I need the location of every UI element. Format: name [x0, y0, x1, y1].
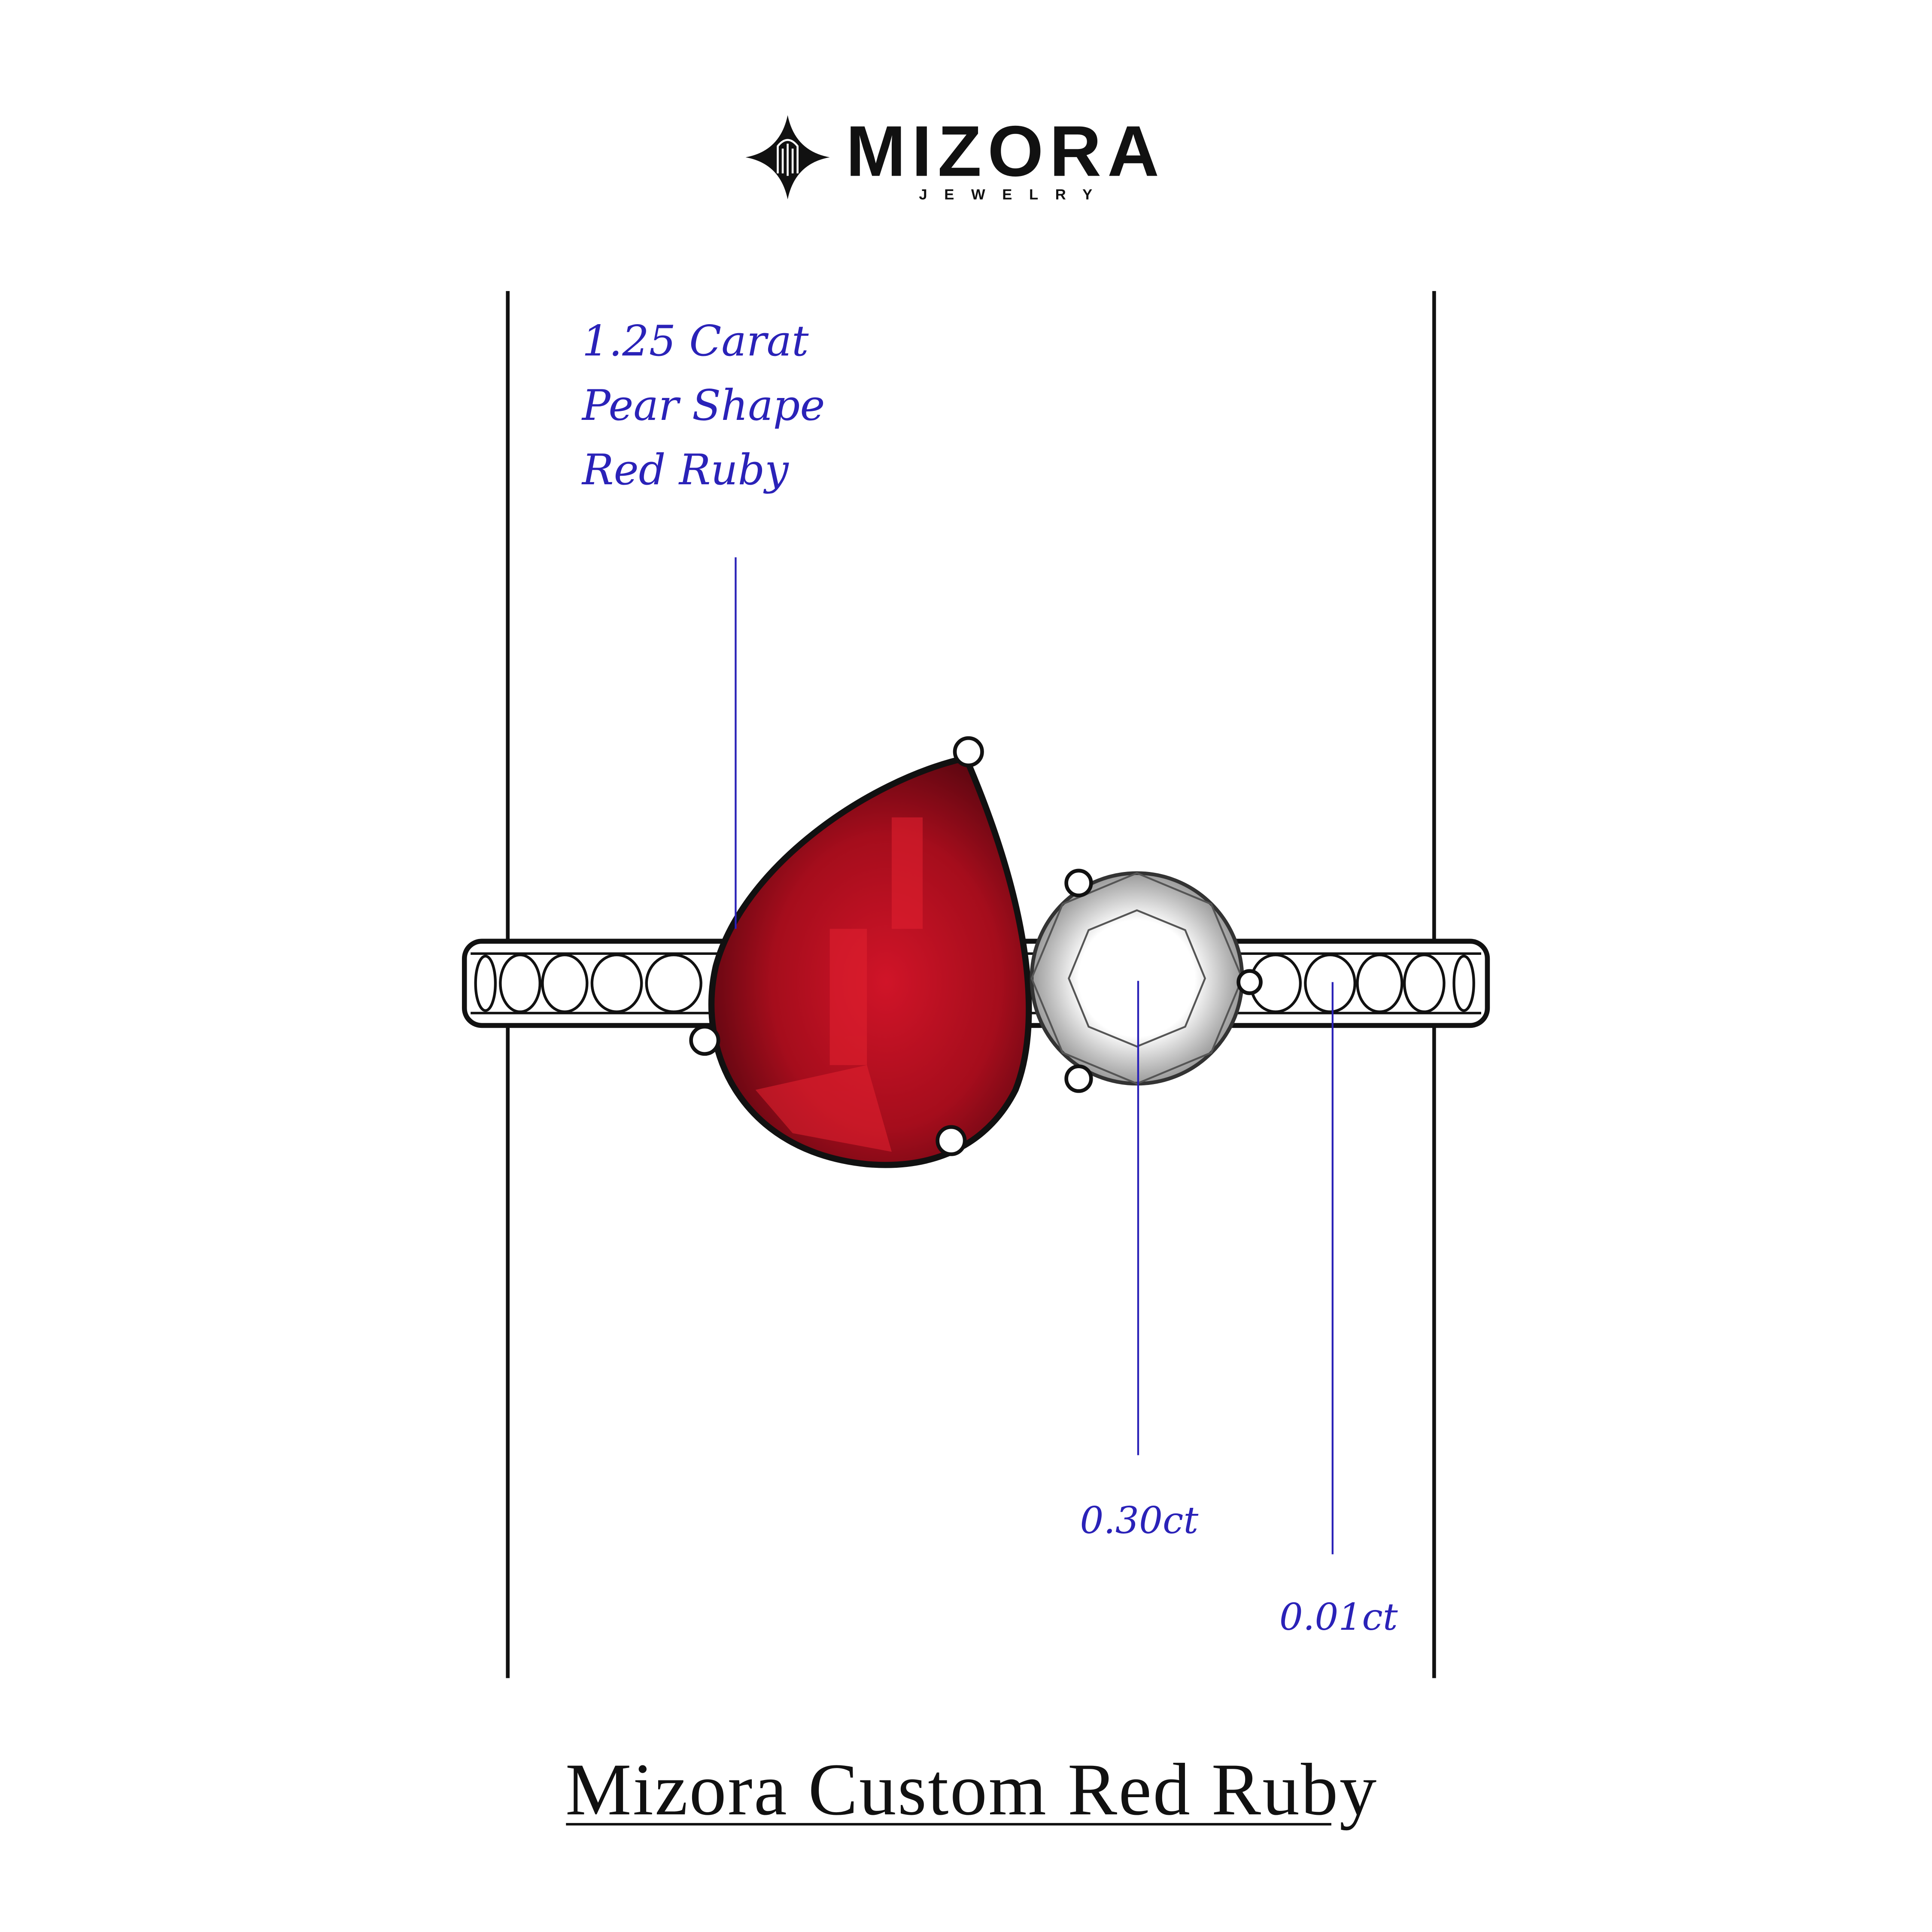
brand-name: MIZORA	[846, 112, 1159, 191]
pear-ruby-center-stone	[708, 754, 1032, 1168]
annotation-side-stone-weight: 0.30ct	[1080, 1499, 1198, 1542]
brand-logo: MIZORA JEWELRY	[745, 112, 1159, 203]
round-diamond-side-stone	[1030, 871, 1244, 1086]
annotation-carat: 1.25 Carat	[582, 317, 809, 366]
annotation-shape: Pear Shape	[581, 381, 825, 430]
brand-tagline: JEWELRY	[919, 186, 1092, 203]
pave-stones	[474, 953, 1475, 1013]
page-title: Mizora Custom Red Ruby	[565, 1749, 1376, 1831]
prongs	[689, 736, 1263, 1156]
annotation-band-stone-weight: 0.01ct	[1279, 1596, 1398, 1639]
annotation-stone-type: Red Ruby	[581, 446, 790, 495]
